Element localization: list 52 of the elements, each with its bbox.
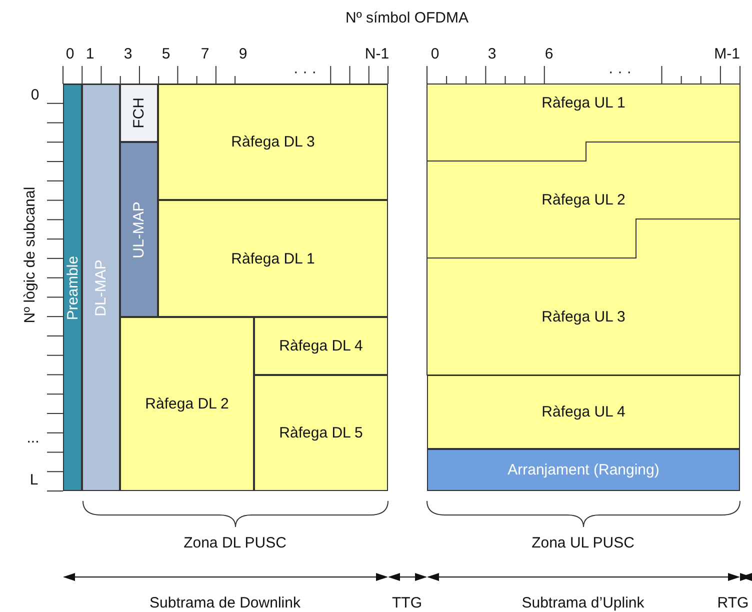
region-label: Ràfega DL 4 [279,338,363,354]
region-label: Ràfega DL 2 [145,396,229,412]
frame-region [82,84,120,491]
bracket-label: Zona DL PUSC [184,534,286,552]
tick-label: L [30,472,38,488]
tick-label: 5 [162,46,170,62]
tick-label: 7 [200,46,210,62]
tick-label: 0 [30,86,40,104]
region-label: Ràfega UL 4 [542,404,626,420]
tick-label: 1 [86,46,94,62]
region-label: Ràfega DL 5 [279,424,363,442]
region-label: Ràfega UL 3 [542,308,626,325]
axis-title: Nº símbol OFDMA [346,10,468,26]
tick-label: 0 [66,46,74,62]
frame-region [158,200,388,317]
region-label: FCH [130,98,148,128]
tick-label: ... [26,430,40,446]
frame-region [63,84,82,491]
frame-region [254,375,388,491]
tick-label: N-1 [364,46,390,62]
region-label: Ràfega UL 2 [542,192,626,208]
tick-label: · · · [293,64,317,80]
tick-label: · · · [608,64,632,80]
frame-region [120,84,158,142]
tick-label: 3 [124,46,132,62]
region-label: Ràfega UL 1 [542,94,626,112]
tick-label: 0 [430,46,440,62]
frame-region [254,317,388,375]
tick-label: 6 [544,46,554,62]
stepped-burst-region [427,84,740,161]
frame-region [158,84,388,200]
frame-region [120,317,254,491]
region-label: Arranjament (Ranging) [508,462,660,478]
stepped-burst-region [427,219,740,375]
region-label: Preamble [64,255,81,320]
axis-title: Nº lògic de subcanal [22,186,38,324]
span-label: TTG [392,594,422,612]
bracket-label: Zona UL PUSC [532,534,634,552]
region-label: DL-MAP [92,259,110,316]
region-label: UL-MAP [130,201,148,258]
stepped-burst-region [427,142,740,258]
frame-region [427,375,740,449]
span-label: Subtrama de Downlink [150,594,300,612]
span-label: Subtrama d’Uplink [522,594,644,612]
tick-label: M-1 [714,46,740,62]
frame-region [427,449,740,491]
frame-region [120,142,158,317]
tick-label: 3 [488,46,496,62]
span-label: RTG [717,594,749,612]
tick-label: 9 [238,46,248,62]
region-label: Ràfega DL 3 [231,134,315,150]
region-label: Ràfega DL 1 [231,250,315,267]
